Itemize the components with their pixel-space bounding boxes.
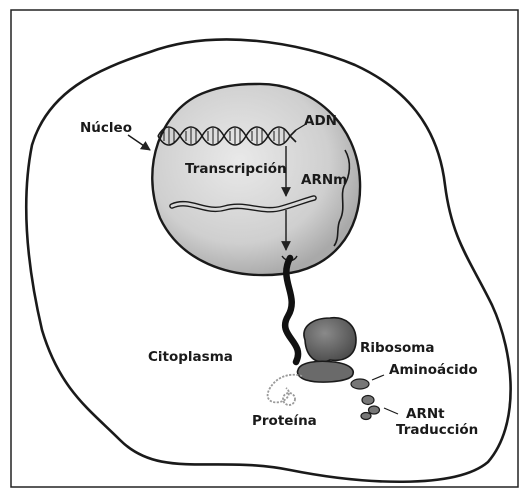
- ribosome-small-subunit: [297, 361, 353, 382]
- label-translation: Traducción: [396, 422, 478, 438]
- ribosome-large-subunit: [304, 318, 356, 362]
- label-nucleus: Núcleo: [80, 120, 132, 136]
- ribosome: [297, 318, 356, 382]
- label-ribosome: Ribosoma: [360, 340, 434, 356]
- amino-acid-shape: [351, 379, 369, 389]
- label-cytoplasm: Citoplasma: [148, 349, 233, 365]
- label-transcription: Transcripción: [185, 161, 287, 177]
- label-dna: ADN: [304, 113, 337, 129]
- label-protein: Proteína: [252, 413, 317, 429]
- label-amino-acid: Aminoácido: [389, 362, 478, 378]
- label-trna: ARNt: [406, 406, 445, 422]
- label-mrna: ARNm: [301, 172, 347, 188]
